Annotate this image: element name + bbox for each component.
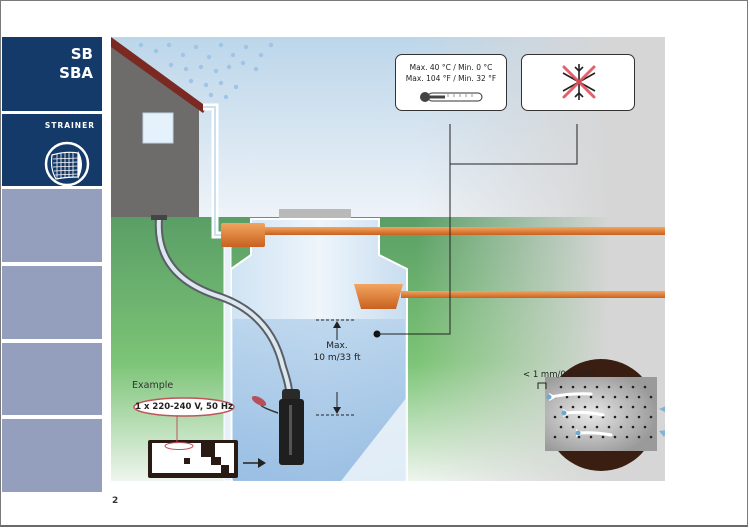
tab-title-line1: SB	[70, 45, 93, 63]
tab-strainer[interactable]: STRAINER	[2, 114, 102, 187]
rain-drops	[138, 42, 274, 100]
tab-title: SB SBA	[59, 45, 93, 83]
example-label: Example	[132, 380, 174, 391]
tab-title-line2: SBA	[59, 64, 93, 82]
strainer-icon	[44, 141, 90, 187]
float-switch	[251, 395, 267, 407]
installation-diagram: Max. 40 °C / Min. 0 °C Max. 104 °F / Min…	[111, 37, 665, 481]
voltage-callout	[133, 397, 235, 417]
mesh-size-label: < 1 mm/0.4 inch	[523, 370, 595, 380]
overflow-funnel	[354, 284, 403, 309]
voltage-label: 1 x 220-240 V, 50 Hz	[135, 402, 233, 412]
roof	[111, 37, 207, 113]
house-window	[142, 112, 174, 144]
filter-box	[221, 223, 265, 247]
temperature-limits-box: Max. 40 °C / Min. 0 °C Max. 104 °F / Min…	[395, 54, 507, 111]
max-depth-label: Max. 10 m/33 ft	[307, 340, 367, 364]
max-depth-line2: 10 m/33 ft	[313, 353, 361, 363]
tab-empty-2[interactable]	[2, 266, 102, 339]
no-frost-icon	[562, 64, 596, 100]
overflow-pipe	[261, 227, 665, 235]
tank-lid	[279, 209, 351, 219]
no-frost-box	[521, 54, 635, 111]
tab-empty-3[interactable]	[2, 343, 102, 415]
thermometer-icon	[420, 92, 483, 102]
max-depth-line1: Max.	[326, 341, 348, 351]
tab-empty-1[interactable]	[2, 189, 102, 262]
tab-strainer-label: STRAINER	[44, 121, 95, 130]
temp-fahrenheit-text: Max. 104 °F / Min. 32 °F	[405, 74, 497, 83]
temp-celsius-text: Max. 40 °C / Min. 0 °C	[409, 63, 493, 72]
tab-sb-sba[interactable]: SB SBA	[2, 37, 102, 111]
page-number: 2	[112, 496, 119, 506]
hose-inlet	[151, 215, 167, 220]
tab-empty-4[interactable]	[2, 419, 102, 492]
